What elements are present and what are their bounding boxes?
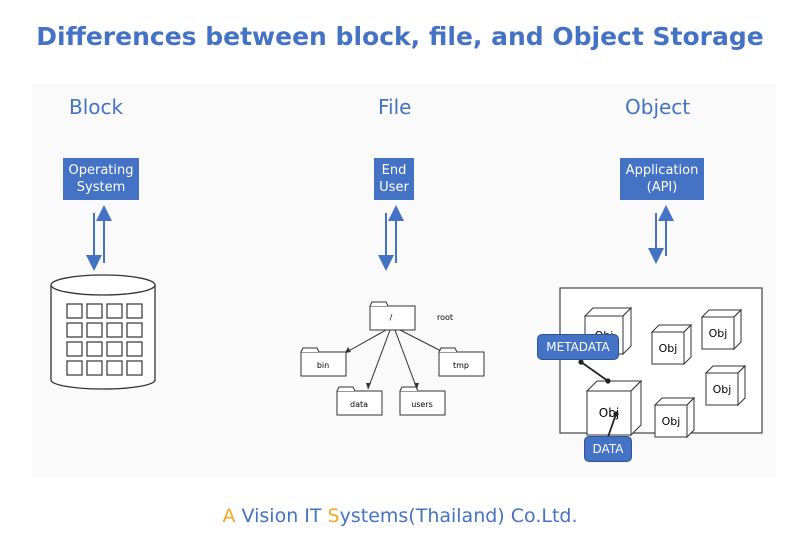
box-line: End bbox=[381, 163, 407, 178]
operating-system-box: Operating System bbox=[63, 158, 139, 200]
file-heading: File bbox=[378, 95, 412, 119]
folder-tmp: tmp bbox=[438, 347, 485, 377]
box-line: System bbox=[76, 180, 126, 195]
block-cell bbox=[106, 341, 123, 357]
footer-text-part: ystems(Thailand) Co.Ltd. bbox=[339, 505, 578, 527]
object-cube-label: Obj bbox=[599, 406, 619, 420]
metadata-label: METADATA bbox=[537, 334, 619, 360]
folder-label: tmp bbox=[453, 361, 469, 370]
file-tree-arrowheads bbox=[345, 347, 445, 389]
block-cell bbox=[106, 303, 123, 319]
block-cell bbox=[66, 322, 83, 338]
block-cell bbox=[86, 322, 103, 338]
page-title: Differences between block, file, and Obj… bbox=[36, 22, 764, 51]
block-cell bbox=[126, 360, 143, 376]
end-user-box: End User bbox=[374, 158, 414, 200]
root-label: root bbox=[437, 313, 453, 322]
block-cell bbox=[126, 341, 143, 357]
block-cell bbox=[86, 341, 103, 357]
file-tree-lines bbox=[344, 329, 446, 390]
footer-text-part: ision IT bbox=[254, 505, 328, 527]
box-line: Application bbox=[625, 163, 699, 178]
company-footer: A Vision IT Systems(Thailand) Co.Ltd. bbox=[0, 505, 800, 527]
footer-text-part: V bbox=[241, 505, 255, 527]
object-cube: Obj bbox=[653, 396, 696, 439]
object-cubes: ObjObjObjObjObjObj bbox=[583, 306, 747, 439]
folder-label: bin bbox=[317, 361, 329, 370]
object-cube: Obj bbox=[650, 323, 693, 366]
footer-text-part: A bbox=[222, 505, 242, 527]
block-cell bbox=[106, 322, 123, 338]
folder-label: users bbox=[411, 400, 433, 409]
block-cell bbox=[86, 303, 103, 319]
object-cube: Obj bbox=[704, 364, 747, 407]
block-cell bbox=[66, 341, 83, 357]
folder-label: data bbox=[350, 400, 368, 409]
box-line: Operating bbox=[68, 163, 134, 178]
block-grid bbox=[66, 303, 143, 376]
block-arrows bbox=[86, 205, 112, 271]
connector-lines bbox=[580, 361, 617, 441]
file-arrows bbox=[378, 205, 404, 271]
object-arrows bbox=[648, 205, 674, 264]
block-cell bbox=[66, 303, 83, 319]
folder-users: users bbox=[399, 386, 446, 416]
object-cube: Obj bbox=[700, 308, 743, 351]
footer-text-part: S bbox=[327, 505, 340, 527]
object-cube-label: Obj bbox=[709, 327, 728, 340]
object-cube-label: Obj bbox=[662, 415, 681, 428]
application-api-box: Application (API) bbox=[620, 158, 704, 200]
connector-dot bbox=[613, 411, 619, 417]
block-cell bbox=[126, 303, 143, 319]
connector-dot bbox=[578, 359, 584, 365]
block-heading: Block bbox=[69, 95, 124, 119]
object-cube-label: Obj bbox=[659, 342, 678, 355]
box-line: (API) bbox=[646, 180, 678, 195]
folder-bin: bin bbox=[300, 347, 347, 377]
block-cell bbox=[126, 322, 143, 338]
folders: bin data users tmp bbox=[300, 347, 485, 416]
block-cell bbox=[66, 360, 83, 376]
box-line: User bbox=[379, 180, 409, 195]
object-heading: Object bbox=[625, 95, 691, 119]
connector-dot bbox=[605, 378, 611, 384]
object-cube: Obj bbox=[585, 379, 643, 437]
data-label: DATA bbox=[584, 436, 632, 462]
folder-data: data bbox=[336, 386, 383, 416]
object-cube-label: Obj bbox=[713, 383, 732, 396]
block-cell bbox=[86, 360, 103, 376]
root-folder-label: / bbox=[390, 313, 393, 322]
root-folder-icon bbox=[369, 301, 416, 331]
block-cell bbox=[106, 360, 123, 376]
